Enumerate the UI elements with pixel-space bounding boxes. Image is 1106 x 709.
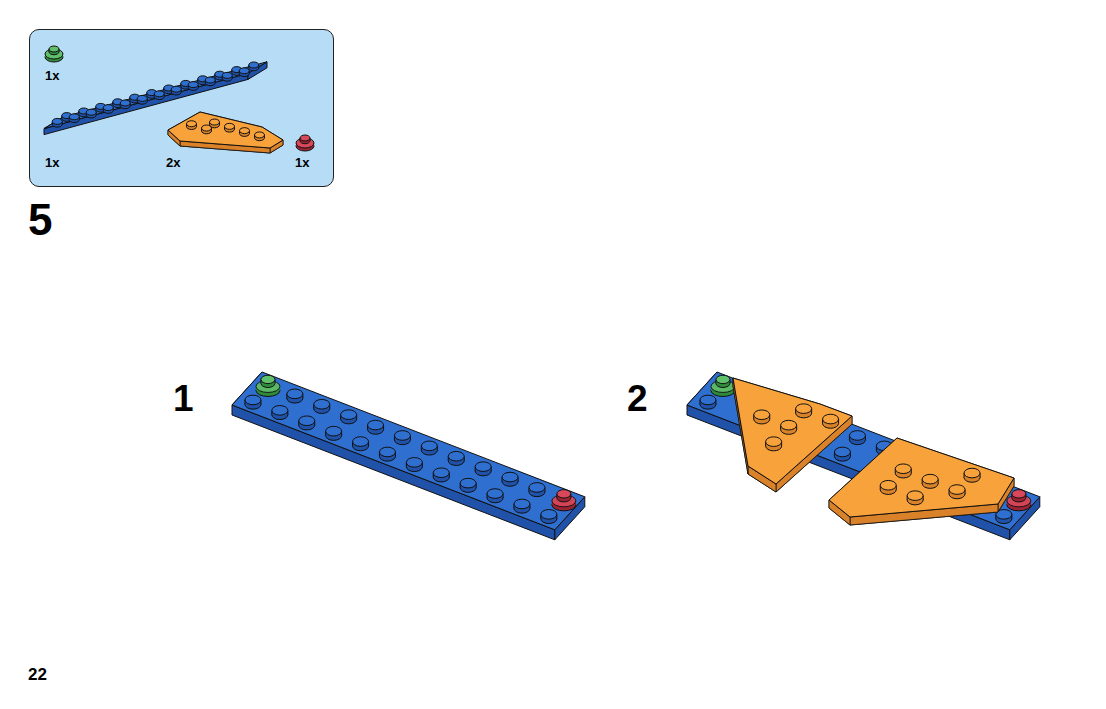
stud [222,72,232,81]
stud [299,416,315,430]
step-1-model [232,372,585,540]
stud [949,485,965,499]
wedge-plate [168,112,283,153]
stud [433,468,449,482]
stud [460,478,476,492]
stud [239,127,249,136]
plate [232,372,585,540]
stud [52,118,62,127]
stud [421,441,437,455]
parts-group [44,46,314,153]
red-round-plate-top [300,135,310,144]
plate [687,372,1040,540]
red-round-plate [552,490,576,511]
step-2-model [687,372,1040,540]
stud [849,431,865,445]
green-round-plate-top [716,375,730,387]
stud [314,399,330,413]
stud [475,462,491,476]
stud [781,420,797,434]
stud [103,104,113,113]
stud [406,458,422,472]
red-round-plate-top [557,490,571,502]
stud [188,81,198,90]
stud [154,90,164,99]
red-round-plate [296,135,314,151]
stud [326,426,342,440]
stud [823,414,839,428]
stud [224,123,234,132]
stud [907,491,923,505]
wedge-plate [829,438,1014,525]
page-number: 22 [28,666,47,683]
stud [353,437,369,451]
substep-number: 1 [173,380,194,417]
stud [86,109,96,118]
green-round-plate [45,46,63,62]
parts-illustration [29,29,334,187]
part-count: 1x [295,156,309,169]
stud [341,410,357,424]
part-count: 1x [45,156,59,169]
stud [205,77,215,86]
stud [287,389,303,403]
stud [964,468,980,482]
stud [120,100,130,109]
parts-callout-box: 1x 1x 2x 1x [29,29,334,187]
stud [272,406,288,420]
green-round-plate-top [261,375,275,387]
stud [171,86,181,95]
red-round-plate-top [1012,490,1026,502]
stud [368,420,384,434]
stud [245,395,261,409]
stud [201,125,211,134]
part-count: 2x [166,156,180,169]
stud [69,113,79,122]
stud [700,395,716,409]
stud [880,480,896,494]
stud [487,489,503,503]
stud [895,464,911,478]
stud [186,120,196,129]
stud [514,499,530,513]
green-round-plate [256,375,280,396]
stud [754,410,770,424]
stud [922,474,938,488]
stud [248,62,258,71]
stud [239,67,249,76]
green-round-plate-top [49,46,59,55]
stud [137,95,147,104]
substep-number: 2 [627,380,648,417]
stud [834,447,850,461]
stud [379,447,395,461]
part-count: 1x [45,69,59,82]
stud [254,131,264,140]
step-number: 5 [28,198,52,242]
wedge-plate [733,378,852,492]
stud [796,404,812,418]
stud [394,431,410,445]
stud [766,437,782,451]
stud [448,451,464,465]
stud [529,483,545,497]
stud [502,472,518,486]
stud [541,510,557,524]
red-round-plate [1007,490,1031,511]
green-round-plate [711,375,735,396]
